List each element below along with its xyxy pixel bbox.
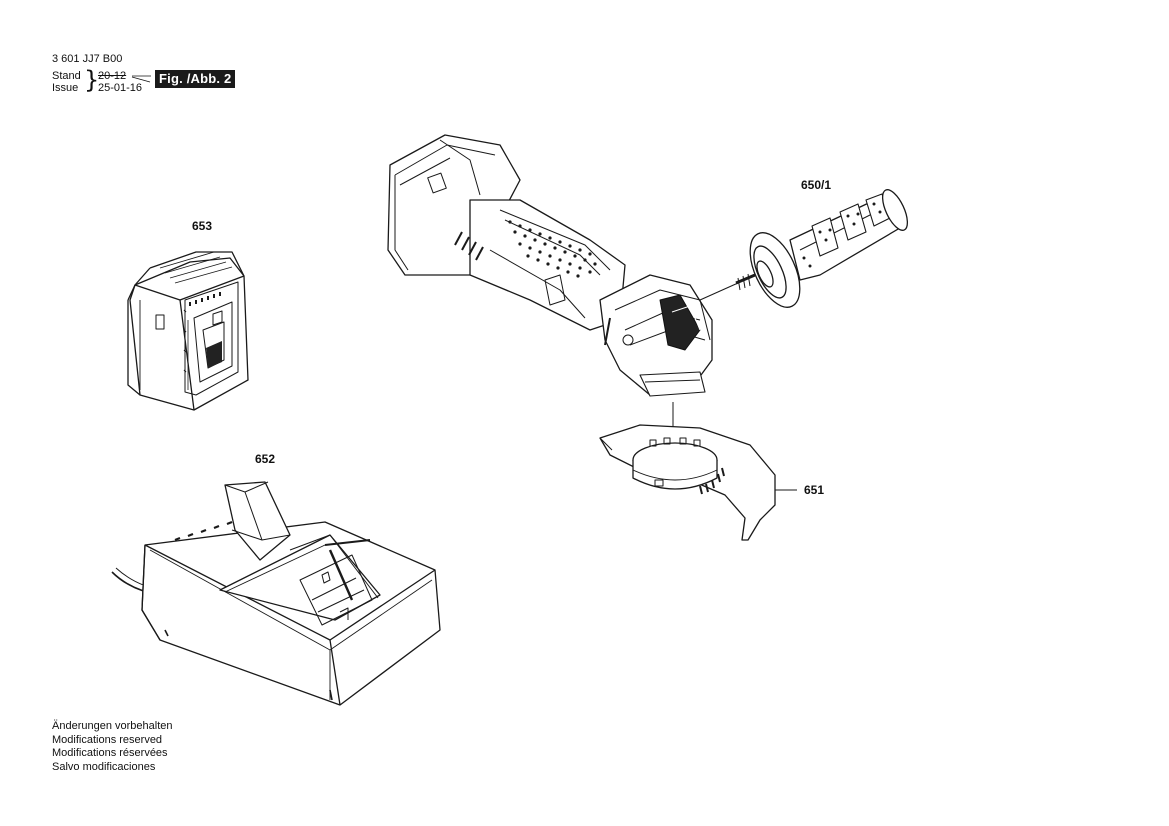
charger-drawing	[111, 481, 441, 706]
new-date: 25-01-16	[98, 82, 143, 94]
issue-label: Issue	[52, 82, 79, 94]
auxiliary-handle-drawing	[735, 189, 909, 308]
modifications-notice: Änderungen vorbehalten Modifications res…	[52, 720, 172, 774]
notice-line: Modifications reserved	[52, 733, 163, 746]
angle-grinder-drawing	[387, 134, 713, 397]
protection-guard-drawing	[599, 424, 776, 541]
figure-label: Fig. /Abb. 2	[155, 70, 236, 88]
notice-line: Salvo modificaciones	[52, 760, 156, 773]
brace-icon: }	[84, 66, 100, 94]
callout-charger: 652	[255, 452, 276, 466]
callout-battery: 653	[192, 219, 213, 233]
battery-pack-drawing	[127, 251, 249, 411]
part-number: 3 601 JJ7 B00	[52, 53, 123, 65]
callout-grip: 650/1	[801, 178, 832, 192]
callout-guard: 651	[804, 483, 825, 497]
notice-line: Änderungen vorbehalten	[52, 720, 173, 732]
notice-line: Modifications réservées	[52, 747, 168, 759]
stand-label: Stand	[52, 70, 81, 82]
old-date: 20-12	[98, 70, 127, 82]
